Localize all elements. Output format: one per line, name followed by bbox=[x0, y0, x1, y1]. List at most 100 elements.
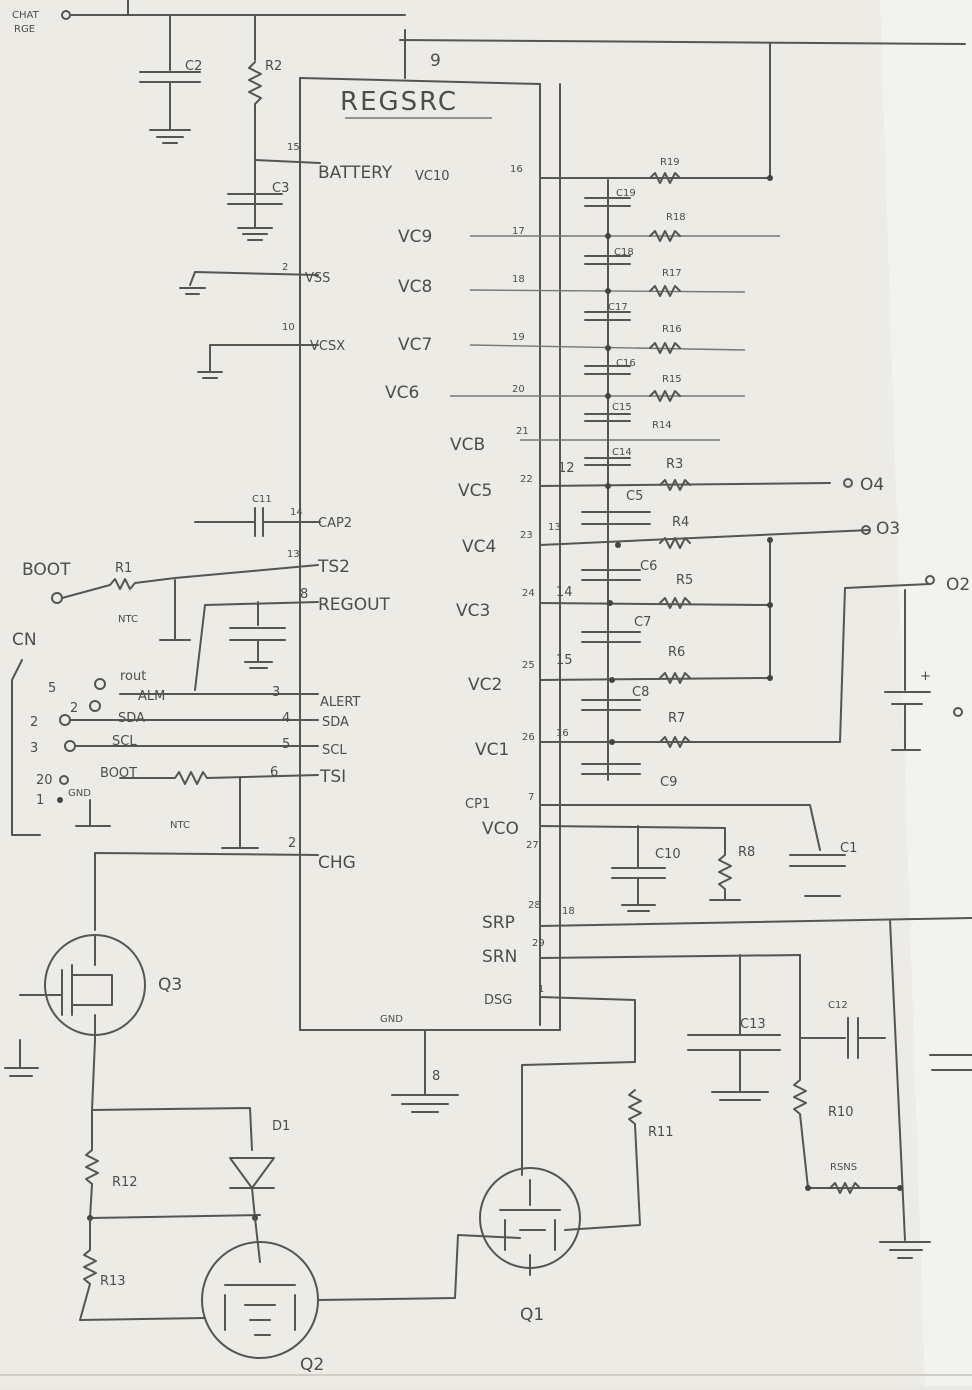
label-r12: R12 bbox=[112, 1175, 138, 1190]
pin-name: TS2 bbox=[317, 557, 350, 577]
pin-num: 28 bbox=[528, 900, 541, 911]
label-c6: C6 bbox=[640, 559, 657, 574]
left-pin-battery: 15 BATTERY bbox=[287, 142, 393, 183]
pin-num: 5 bbox=[282, 737, 290, 752]
pin-name: VC6 bbox=[385, 383, 419, 403]
label-c15: C15 bbox=[612, 402, 632, 413]
wire-num-15: 15 bbox=[556, 653, 573, 668]
output-o3: O3 bbox=[876, 519, 900, 539]
conn-row-num: 2 bbox=[30, 715, 38, 730]
pin-name: CP1 bbox=[465, 797, 490, 812]
pin-num: 19 bbox=[512, 332, 525, 343]
pin-name: VC2 bbox=[468, 675, 502, 695]
pin-num: 18 bbox=[512, 274, 525, 285]
conn-row-label: GND bbox=[68, 788, 91, 799]
conn-row-num: 5 bbox=[48, 681, 56, 696]
pin-num: 26 bbox=[522, 732, 535, 743]
pin-num: 2 bbox=[282, 262, 288, 273]
pin-name: VCB bbox=[450, 435, 485, 455]
label-c9: C9 bbox=[660, 775, 677, 790]
pin-name: REGOUT bbox=[318, 595, 391, 615]
transistor-q2: Q2 bbox=[201, 1234, 521, 1375]
label-c7: C7 bbox=[634, 615, 651, 630]
conn-row-label: ALM bbox=[138, 689, 165, 704]
left-pin-tsi: 6 TSI NTC bbox=[170, 765, 346, 849]
conn-row-label: rout bbox=[120, 669, 146, 684]
pin-name: VCO bbox=[482, 819, 519, 839]
pin-num: 20 bbox=[512, 384, 525, 395]
chip-top-pin: 9 bbox=[430, 51, 441, 71]
pin-num: 22 bbox=[520, 474, 533, 485]
pin-num: 17 bbox=[512, 226, 525, 237]
left-pin-ts2: BOOT R1 NTC 13 TS2 bbox=[22, 549, 350, 641]
conn-row-num: 1 bbox=[36, 793, 44, 808]
left-pin-chg: 2 CHG bbox=[94, 836, 356, 931]
output-o4: O4 bbox=[860, 475, 884, 495]
lower-left-network: R12 D1 R13 bbox=[79, 1039, 290, 1321]
label-q2: Q2 bbox=[300, 1355, 324, 1375]
wire-num-14: 14 bbox=[556, 585, 573, 600]
pin-name: ALERT bbox=[320, 695, 360, 710]
pin-name: VC1 bbox=[475, 740, 509, 760]
label-c19: C19 bbox=[616, 188, 636, 199]
left-pin-regout: 8 REGOUT bbox=[194, 587, 391, 691]
label-r7: R7 bbox=[668, 711, 685, 726]
pin-name: SRN bbox=[482, 947, 517, 967]
pin-num: 29 bbox=[532, 938, 545, 949]
wire-num-13: 13 bbox=[548, 522, 561, 533]
pin-name: VC4 bbox=[462, 537, 496, 557]
pin-name: BATTERY bbox=[318, 163, 393, 183]
label-r4: R4 bbox=[672, 515, 689, 530]
pin-name: VC5 bbox=[458, 481, 492, 501]
pin-name: VCSX bbox=[310, 339, 345, 354]
label-r17: R17 bbox=[662, 268, 682, 279]
label-r8: R8 bbox=[738, 845, 755, 860]
charge-label-1: CHAT bbox=[12, 10, 40, 21]
label-r2: R2 bbox=[265, 59, 282, 74]
pin-name: SCL bbox=[322, 743, 347, 758]
pin-num: 6 bbox=[270, 765, 278, 780]
label-d1: D1 bbox=[272, 1119, 290, 1134]
label-rsns: RSNS bbox=[830, 1162, 857, 1173]
pin-num: 24 bbox=[522, 588, 535, 599]
pin-name: VC8 bbox=[398, 277, 432, 297]
label-c10: C10 bbox=[655, 847, 681, 862]
transistor-q3: Q3 bbox=[4, 934, 182, 1077]
label-c3: C3 bbox=[272, 181, 289, 196]
conn-row-num: 3 bbox=[30, 741, 38, 756]
label-c2: C2 bbox=[185, 59, 202, 74]
ic-body: REGSRC 9 bbox=[299, 29, 966, 1031]
label-r6: R6 bbox=[668, 645, 685, 660]
pin-num: 25 bbox=[522, 660, 535, 671]
chip-name: REGSRC bbox=[340, 87, 458, 117]
gnd-pin: GND 8 bbox=[380, 1014, 459, 1113]
left-pin-sda: 4 SDA bbox=[282, 711, 349, 730]
connector-label: CN bbox=[12, 630, 37, 650]
left-pin-vss: 2 VSS bbox=[179, 262, 330, 295]
pin-name: SDA bbox=[322, 715, 349, 730]
ntc-label: NTC bbox=[118, 614, 138, 625]
pin-name: VC7 bbox=[398, 335, 432, 355]
label-r11: R11 bbox=[648, 1125, 674, 1140]
pin-num: 27 bbox=[526, 840, 539, 851]
label-r19: R19 bbox=[660, 157, 680, 168]
gnd-name: GND bbox=[380, 1014, 403, 1025]
left-pin-scl: 5 SCL bbox=[282, 737, 347, 758]
charge-label-2: RGE bbox=[14, 24, 35, 35]
pin-num: 16 bbox=[510, 164, 523, 175]
sense-network: C13 C12 R10 RSNS R11 bbox=[521, 917, 972, 1259]
conn-row-num: 2 bbox=[70, 701, 78, 716]
label-c11: C11 bbox=[252, 494, 272, 505]
pin-num: 21 bbox=[516, 426, 529, 437]
pin-name: TSI bbox=[319, 767, 346, 787]
pin-num: 7 bbox=[528, 792, 534, 803]
cp1-vco-network: C10 R8 C1 bbox=[539, 804, 857, 912]
label-c16: C16 bbox=[616, 358, 636, 369]
conn-row-num: 20 bbox=[36, 773, 53, 788]
label-c17: C17 bbox=[608, 302, 628, 313]
pin-name: DSG bbox=[484, 993, 512, 1008]
pin-name: VC10 bbox=[415, 169, 450, 184]
pin-num: 2 bbox=[288, 836, 296, 851]
